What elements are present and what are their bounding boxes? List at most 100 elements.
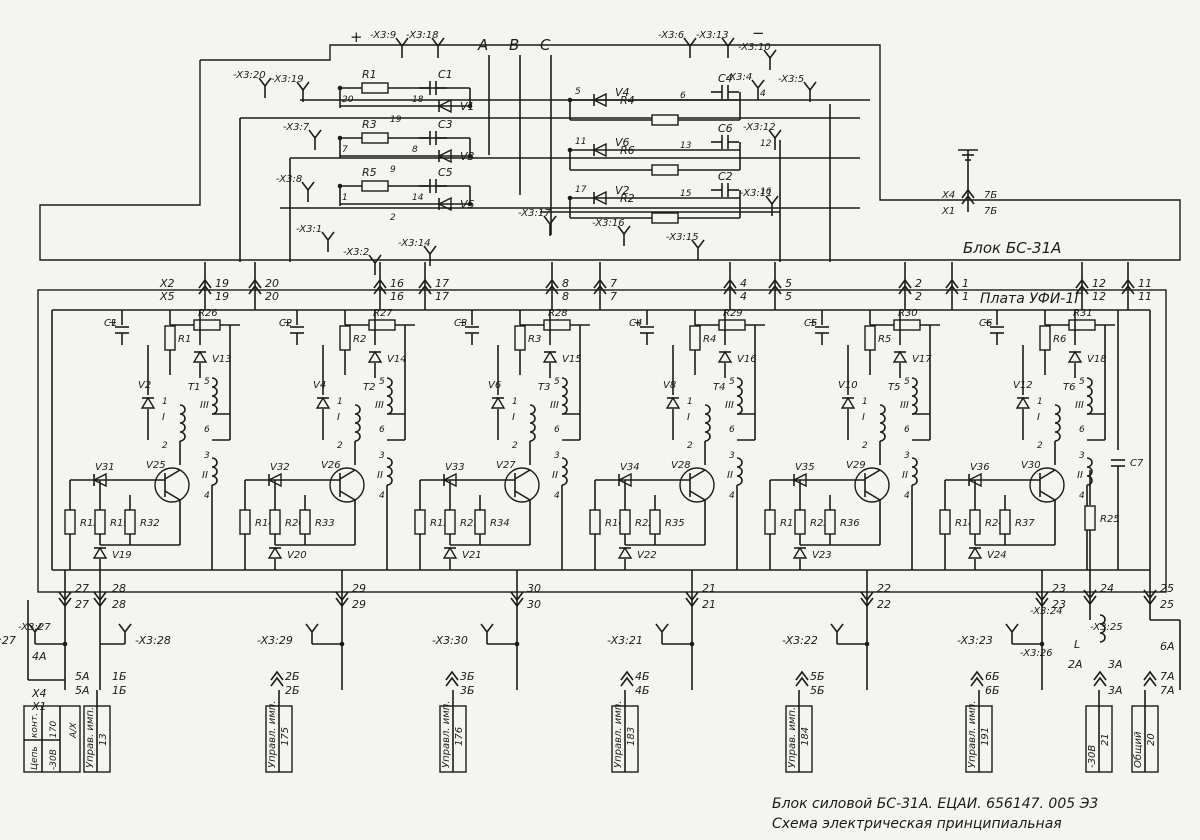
winding-pin: 1 [687, 397, 693, 407]
capacitor-label: C2 [718, 170, 733, 183]
winding-pin: 4 [1079, 491, 1085, 501]
pin-label: 6А [1160, 640, 1175, 653]
wire [765, 195, 773, 205]
winding-pin: 2 [1037, 441, 1043, 451]
winding-coil [911, 457, 918, 486]
diode-label: V17 [912, 354, 932, 365]
wire [545, 284, 559, 295]
pin-number: 8 [562, 277, 569, 290]
wire [445, 676, 459, 687]
junction-dot [467, 201, 473, 207]
external-terminal: -X3:7 [283, 122, 322, 150]
winding-coil [911, 377, 918, 415]
transistor-body [679, 467, 715, 503]
diode-label: V33 [445, 462, 465, 473]
phase-label: C [540, 36, 551, 54]
pin-number: 5 [785, 290, 792, 303]
capacitor-label: C3 [438, 118, 453, 131]
pin-number: 5 [785, 277, 792, 290]
resistor-body [969, 509, 981, 535]
diode-label: V18 [1087, 354, 1107, 365]
resistor-label: R2 [353, 334, 366, 345]
diode-label: V21 [462, 550, 482, 561]
wire [970, 670, 984, 681]
diode-body [665, 396, 681, 409]
wire [655, 623, 663, 633]
pin-number: 20 [265, 290, 279, 303]
diode-body [592, 142, 607, 158]
winding-pin: 3 [554, 451, 560, 461]
pin-label: 6Б [985, 670, 1000, 683]
pin-label: 7А [1160, 684, 1175, 697]
wire [124, 623, 132, 633]
transistor-body [1029, 467, 1065, 503]
wire [768, 129, 776, 139]
stamp-subtitle: Схема электрическая принципиальная [772, 816, 1062, 832]
diode-body [192, 350, 208, 363]
resistor-body [368, 319, 396, 331]
resistor-label: R6 [620, 144, 635, 157]
wire [296, 81, 304, 91]
resistor-label: R28 [548, 308, 568, 319]
terminal-label: -X3:6 [658, 30, 684, 41]
connector-pin: 44 [723, 262, 747, 310]
junction-dot [567, 147, 573, 153]
resistor-body [269, 509, 281, 535]
wire [549, 215, 557, 225]
winding-pin: 2 [687, 441, 693, 451]
cable-tag-control: Управл. имп.175 [265, 700, 293, 773]
node-label: 11 [575, 137, 586, 147]
diode-body [892, 350, 908, 363]
diode-body [967, 546, 983, 559]
cable-tag-control: Управ. имп.184 [785, 705, 813, 773]
winding-coil [179, 404, 186, 442]
wire [543, 215, 551, 225]
node-label: 5 [575, 87, 581, 97]
diode-body [367, 350, 383, 363]
pin-label: 2Б [285, 684, 300, 697]
terminal-label: -X3:2 [343, 247, 369, 258]
wire [774, 129, 782, 139]
capacitor-label: C3 [454, 318, 467, 329]
resistor-body [1039, 325, 1051, 351]
cable-tag-number: 184 [800, 727, 811, 746]
junction-dot [1039, 641, 1045, 647]
connector-label: X1 [941, 206, 955, 217]
wire [264, 77, 272, 87]
resistor-label: R31 [1073, 308, 1093, 319]
winding-label: I [162, 412, 165, 423]
pin-number: 25 [1160, 582, 1174, 595]
winding-coil [386, 457, 393, 486]
transistor-body [504, 467, 540, 503]
wire [395, 37, 403, 47]
cable-tag-number: 21 [1100, 733, 1111, 746]
pin-label: 7Б [984, 206, 997, 217]
polarity-mark: + [458, 316, 467, 329]
resistor-body [361, 132, 389, 144]
transistor-body [329, 467, 365, 503]
winding-coil [704, 404, 711, 442]
wire [164, 469, 181, 480]
pin-label: 5Б [810, 684, 825, 697]
wire [620, 670, 634, 681]
diode-label: V36 [970, 462, 990, 473]
winding-pin: 5 [1079, 377, 1085, 387]
winding-label: II [902, 470, 908, 481]
resistor-label: R36 [840, 518, 860, 529]
winding-label: II [377, 470, 383, 481]
terminal-label: -X3:24 [1030, 606, 1063, 617]
junction-dot [62, 641, 68, 647]
external-terminal: -X3:19 [271, 74, 310, 102]
winding-pin: 2 [862, 441, 868, 451]
junction-dot [337, 135, 343, 141]
winding-coil [736, 457, 743, 486]
diode-label: V4 [313, 380, 326, 391]
diode-label: V16 [737, 354, 757, 365]
